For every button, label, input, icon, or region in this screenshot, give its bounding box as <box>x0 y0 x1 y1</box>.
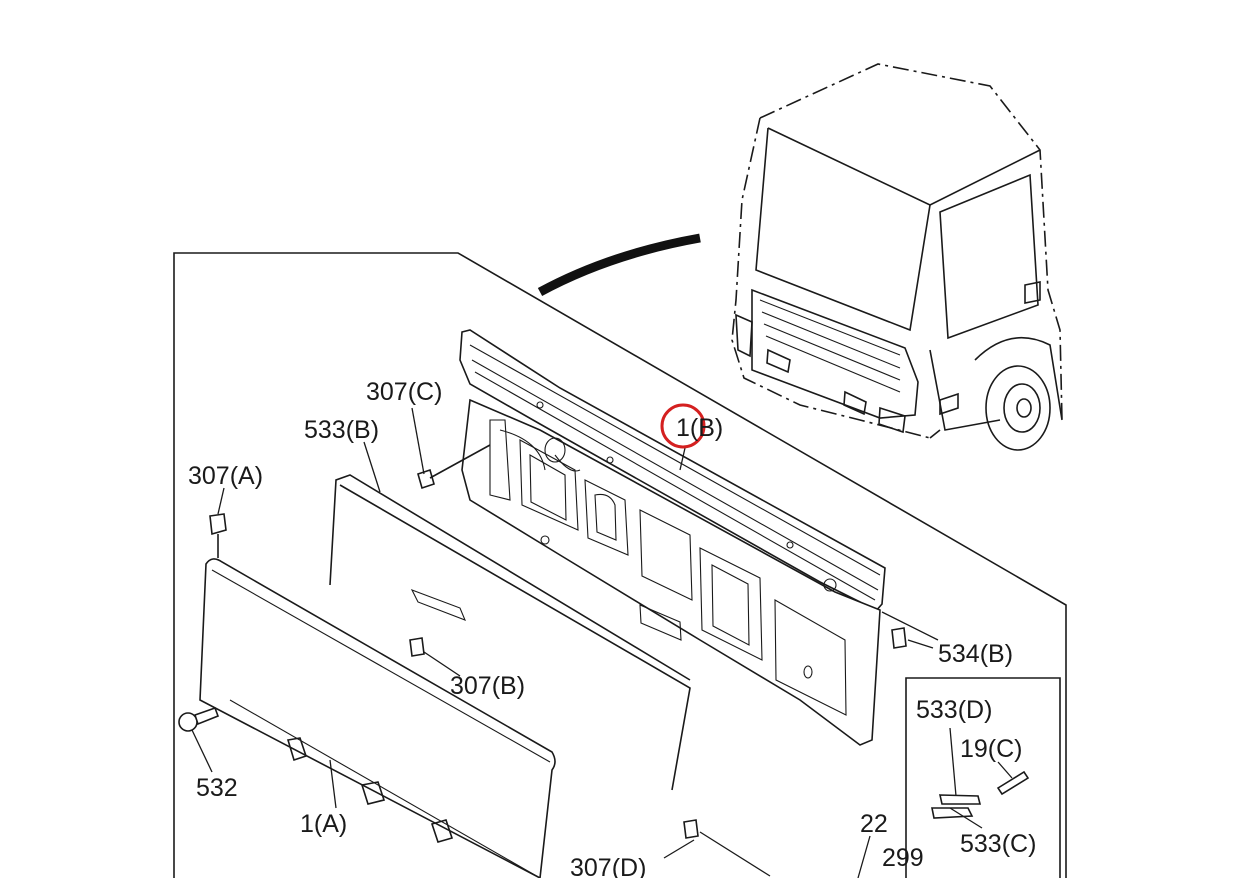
callout-533d: 533(D) <box>916 696 992 724</box>
callout-532: 532 <box>196 774 238 802</box>
callout-533b: 533(B) <box>304 416 379 444</box>
grommet-534b <box>891 627 907 649</box>
clip-307d <box>683 819 699 839</box>
clip-307b <box>409 637 425 657</box>
callout-534b: 534(B) <box>938 640 1013 668</box>
location-arrow <box>537 233 701 296</box>
callout-1a: 1(A) <box>300 810 347 838</box>
callout-299: 299 <box>882 844 924 872</box>
callout-19c: 19(C) <box>960 735 1023 763</box>
bolt-532 <box>178 706 220 732</box>
callout-533c: 533(C) <box>960 830 1036 858</box>
upper-panel-1b <box>459 329 886 746</box>
callout-1b: 1(B) <box>676 414 723 442</box>
clip-307c <box>417 444 491 490</box>
truck-cab-illustration <box>731 63 1063 451</box>
strip-533d <box>938 794 982 805</box>
seal-strip-533b <box>329 474 691 791</box>
callout-307d: 307(D) <box>570 854 646 878</box>
panel-frame <box>173 252 1067 878</box>
callout-307b: 307(B) <box>450 672 525 700</box>
detail-inset-frame <box>905 677 1061 878</box>
callout-307a: 307(A) <box>188 462 263 490</box>
callout-22: 22 <box>860 810 888 838</box>
trim-19c <box>996 770 1030 796</box>
lower-panel-1a <box>199 558 556 878</box>
clip-307a <box>209 513 227 558</box>
callout-307c: 307(C) <box>366 378 442 406</box>
leader-lines <box>191 407 1013 878</box>
highlight-circle <box>660 403 706 449</box>
